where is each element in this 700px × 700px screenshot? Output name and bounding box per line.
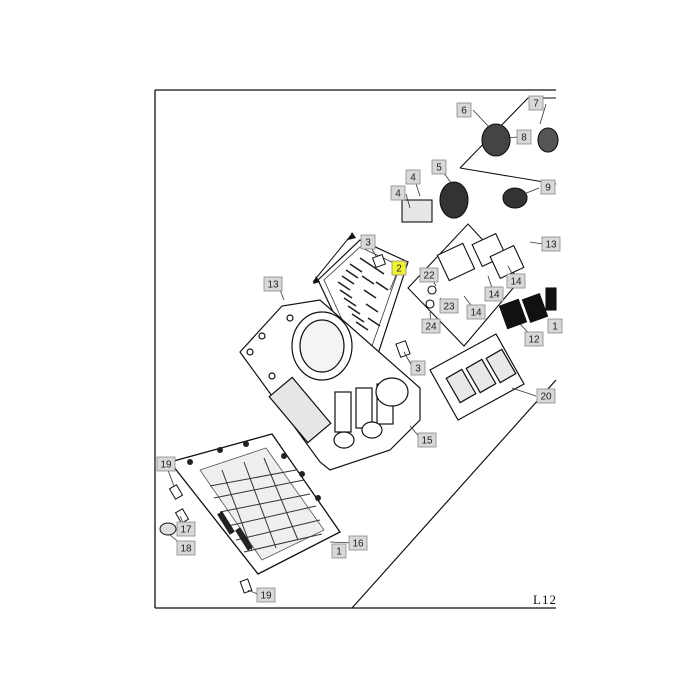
callout-12: 12 — [524, 331, 544, 347]
callout-19: 19 — [256, 587, 276, 603]
callout-14: 14 — [466, 304, 486, 320]
callout-label: 19 — [260, 591, 272, 602]
switch-subframe — [407, 223, 525, 347]
callout-label: 4 — [395, 189, 401, 200]
callout-label: 14 — [470, 308, 482, 319]
callout-box — [156, 456, 176, 472]
callout-box — [516, 129, 532, 145]
callout-3: 3 — [360, 234, 376, 250]
callout-13: 13 — [263, 276, 283, 292]
callout-14: 14 — [484, 286, 504, 302]
callout-4: 4 — [390, 185, 406, 201]
callout-box — [536, 388, 556, 404]
callout-label: 8 — [521, 133, 527, 144]
callout-label: 4 — [410, 173, 416, 184]
callout-box — [456, 102, 472, 118]
switch-knobs — [401, 123, 559, 330]
callout-label: 24 — [425, 322, 437, 333]
callout-label: 20 — [540, 392, 552, 403]
callout-box — [506, 273, 526, 289]
callout-box — [176, 521, 196, 537]
callout-18: 18 — [176, 540, 196, 556]
callout-16: 16 — [348, 535, 368, 551]
callout-6: 6 — [456, 102, 472, 118]
callout-box — [528, 95, 544, 111]
diagram-frame — [154, 89, 556, 609]
callout-23: 23 — [439, 298, 459, 314]
callout-label: 9 — [545, 183, 551, 194]
callout-8: 8 — [516, 129, 532, 145]
frame-diagonal — [351, 379, 557, 609]
callout-24: 24 — [421, 318, 441, 334]
callout-3: 3 — [410, 360, 426, 376]
callout-label: 3 — [365, 238, 371, 249]
callout-label: 1 — [336, 547, 342, 558]
callout-label: 22 — [423, 271, 435, 282]
callout-19: 19 — [156, 456, 176, 472]
small-brackets — [371, 253, 411, 358]
callout-label: 16 — [352, 539, 364, 550]
lamp-holders — [159, 484, 253, 594]
callout-9: 9 — [540, 179, 556, 195]
callout-box — [256, 587, 276, 603]
callout-label: 13 — [267, 280, 279, 291]
callout-label: 2 — [396, 264, 402, 275]
callout-label: 12 — [528, 335, 540, 346]
main-housing — [239, 299, 421, 471]
callout-label: 1 — [552, 322, 558, 333]
callout-box — [417, 432, 437, 448]
callout-13: 13 — [541, 236, 561, 252]
callout-17: 17 — [176, 521, 196, 537]
callout-box — [405, 169, 421, 185]
callout-box — [484, 286, 504, 302]
sheet-code: L12 — [533, 592, 557, 607]
callout-box — [348, 535, 368, 551]
callout-1: 1 — [331, 543, 347, 559]
callout-box — [331, 543, 347, 559]
mounting-tray — [429, 333, 525, 421]
callout-20: 20 — [536, 388, 556, 404]
callout-box — [263, 276, 283, 292]
callout-label: 7 — [533, 99, 539, 110]
callout-7: 7 — [528, 95, 544, 111]
callout-box — [419, 267, 439, 283]
callout-label: 14 — [510, 277, 522, 288]
circuit-board — [168, 433, 341, 575]
callout-label: 14 — [488, 290, 500, 301]
callout-label: 23 — [443, 302, 455, 313]
callout-box — [540, 179, 556, 195]
callout-label: 19 — [160, 460, 172, 471]
callout-label: 13 — [545, 240, 557, 251]
callout-box — [421, 318, 441, 334]
callout-label: 18 — [180, 544, 192, 555]
callout-label: 15 — [421, 436, 433, 447]
callout-label: 6 — [461, 106, 467, 117]
callout-box — [176, 540, 196, 556]
callout-4: 4 — [405, 169, 421, 185]
callout-label: 3 — [415, 364, 421, 375]
callout-box — [410, 360, 426, 376]
callout-box — [431, 159, 447, 175]
callout-box — [541, 236, 561, 252]
callout-5: 5 — [431, 159, 447, 175]
callout-box — [390, 185, 406, 201]
callout-box — [524, 331, 544, 347]
callout-box — [360, 234, 376, 250]
callout-14: 14 — [506, 273, 526, 289]
callout-box — [391, 260, 407, 276]
callout-label: 5 — [436, 163, 442, 174]
callout-box — [466, 304, 486, 320]
callout-box — [439, 298, 459, 314]
callout-1: 1 — [547, 318, 563, 334]
callout-22: 22 — [419, 267, 439, 283]
callout-15: 15 — [417, 432, 437, 448]
callout-2: 2 — [391, 260, 407, 276]
callout-box — [547, 318, 563, 334]
callout-label: 17 — [180, 525, 192, 536]
